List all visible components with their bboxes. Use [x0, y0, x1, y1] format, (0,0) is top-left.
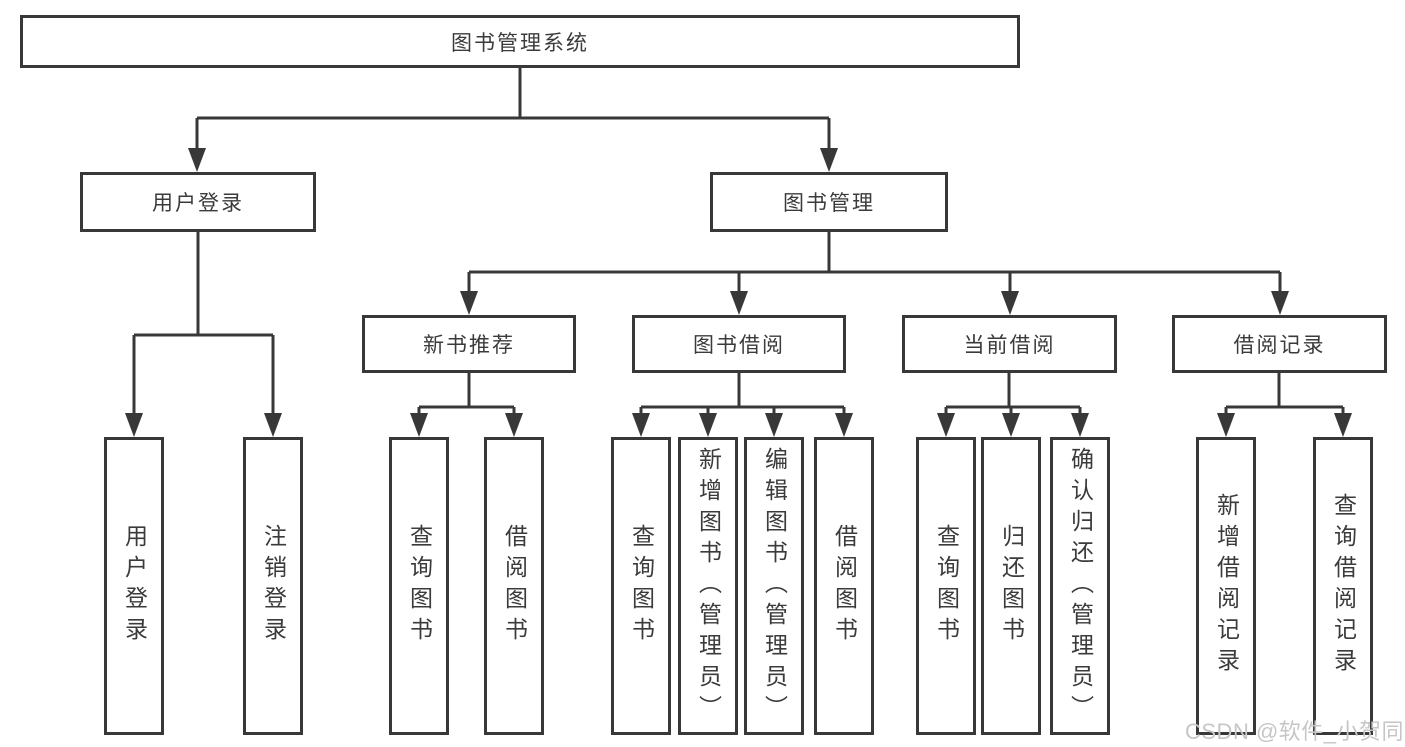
- leaf-cb-confirm-return-admin: 确认归还（管理员）: [1050, 437, 1110, 735]
- leaf-br-query-borrow-record: 查询借阅记录: [1313, 437, 1373, 735]
- leaf-cb-confirm-return-admin-label: 确认归还（管理员）: [1067, 446, 1094, 726]
- leaf-br-add-borrow-record-label: 新增借阅记录: [1213, 493, 1240, 679]
- leaf-bb-edit-books-admin: 编辑图书（管理员）: [744, 437, 804, 735]
- leaf-cb-return-books-label: 归还图书: [998, 524, 1025, 648]
- node-book-management: 图书管理: [710, 172, 948, 232]
- leaf-logout-label: 注销登录: [260, 524, 287, 648]
- arrowhead-icon: [1217, 413, 1235, 437]
- arrowhead-icon: [125, 413, 143, 437]
- arrowhead-icon: [410, 413, 428, 437]
- leaf-br-query-borrow-record-label: 查询借阅记录: [1330, 493, 1357, 679]
- arrowhead-icon: [835, 413, 853, 437]
- arrowhead-icon: [264, 413, 282, 437]
- leaf-cb-query-books: 查询图书: [916, 437, 976, 735]
- leaf-bb-add-books-admin-label: 新增图书（管理员）: [695, 446, 722, 726]
- node-borrow-records-label: 借阅记录: [1233, 334, 1326, 357]
- node-current-borrow-label: 当前借阅: [963, 334, 1056, 357]
- leaf-bb-add-books-admin: 新增图书（管理员）: [678, 437, 738, 735]
- leaf-bb-borrow-books: 借阅图书: [814, 437, 874, 735]
- leaf-bb-query-books: 查询图书: [611, 437, 671, 735]
- arrowhead-icon: [937, 413, 955, 437]
- leaf-nbr-borrow-books-label: 借阅图书: [501, 524, 528, 648]
- node-user-login: 用户登录: [80, 172, 316, 232]
- leaf-user-login: 用户登录: [104, 437, 164, 735]
- arrowhead-icon: [632, 413, 650, 437]
- csdn-watermark: CSDN @软件_小贺同学: [1185, 719, 1405, 744]
- arrowhead-icon: [1001, 291, 1019, 315]
- arrowhead-icon: [820, 148, 838, 172]
- arrowhead-icon: [188, 148, 206, 172]
- leaf-cb-return-books: 归还图书: [981, 437, 1041, 735]
- leaf-cb-query-books-label: 查询图书: [933, 524, 960, 648]
- arrowhead-icon: [765, 413, 783, 437]
- arrowhead-icon: [1002, 413, 1020, 437]
- leaf-nbr-query-books: 查询图书: [389, 437, 449, 735]
- node-new-book-recommend-label: 新书推荐: [423, 334, 515, 357]
- leaf-logout: 注销登录: [243, 437, 303, 735]
- arrowhead-icon: [460, 291, 478, 315]
- arrowhead-icon: [699, 413, 717, 437]
- node-current-borrow: 当前借阅: [902, 315, 1117, 373]
- leaf-user-login-label: 用户登录: [121, 524, 148, 648]
- node-root: 图书管理系统: [20, 15, 1020, 68]
- leaf-nbr-borrow-books: 借阅图书: [484, 437, 544, 735]
- node-book-management-label: 图书管理: [783, 192, 875, 215]
- arrowhead-icon: [1334, 413, 1352, 437]
- node-book-borrow-label: 图书借阅: [693, 334, 785, 357]
- arrowhead-icon: [505, 413, 523, 437]
- leaf-nbr-query-books-label: 查询图书: [406, 524, 433, 648]
- node-book-borrow: 图书借阅: [632, 315, 846, 373]
- arrowhead-icon: [1071, 413, 1089, 437]
- node-new-book-recommend: 新书推荐: [362, 315, 576, 373]
- node-root-label: 图书管理系统: [451, 31, 589, 55]
- arrowhead-icon: [730, 291, 748, 315]
- leaf-br-add-borrow-record: 新增借阅记录: [1196, 437, 1256, 735]
- arrowhead-icon: [1271, 291, 1289, 315]
- leaf-bb-edit-books-admin-label: 编辑图书（管理员）: [761, 446, 788, 726]
- leaf-bb-borrow-books-label: 借阅图书: [831, 524, 858, 648]
- node-user-login-label: 用户登录: [152, 192, 244, 215]
- leaf-bb-query-books-label: 查询图书: [628, 524, 655, 648]
- node-borrow-records: 借阅记录: [1172, 315, 1387, 373]
